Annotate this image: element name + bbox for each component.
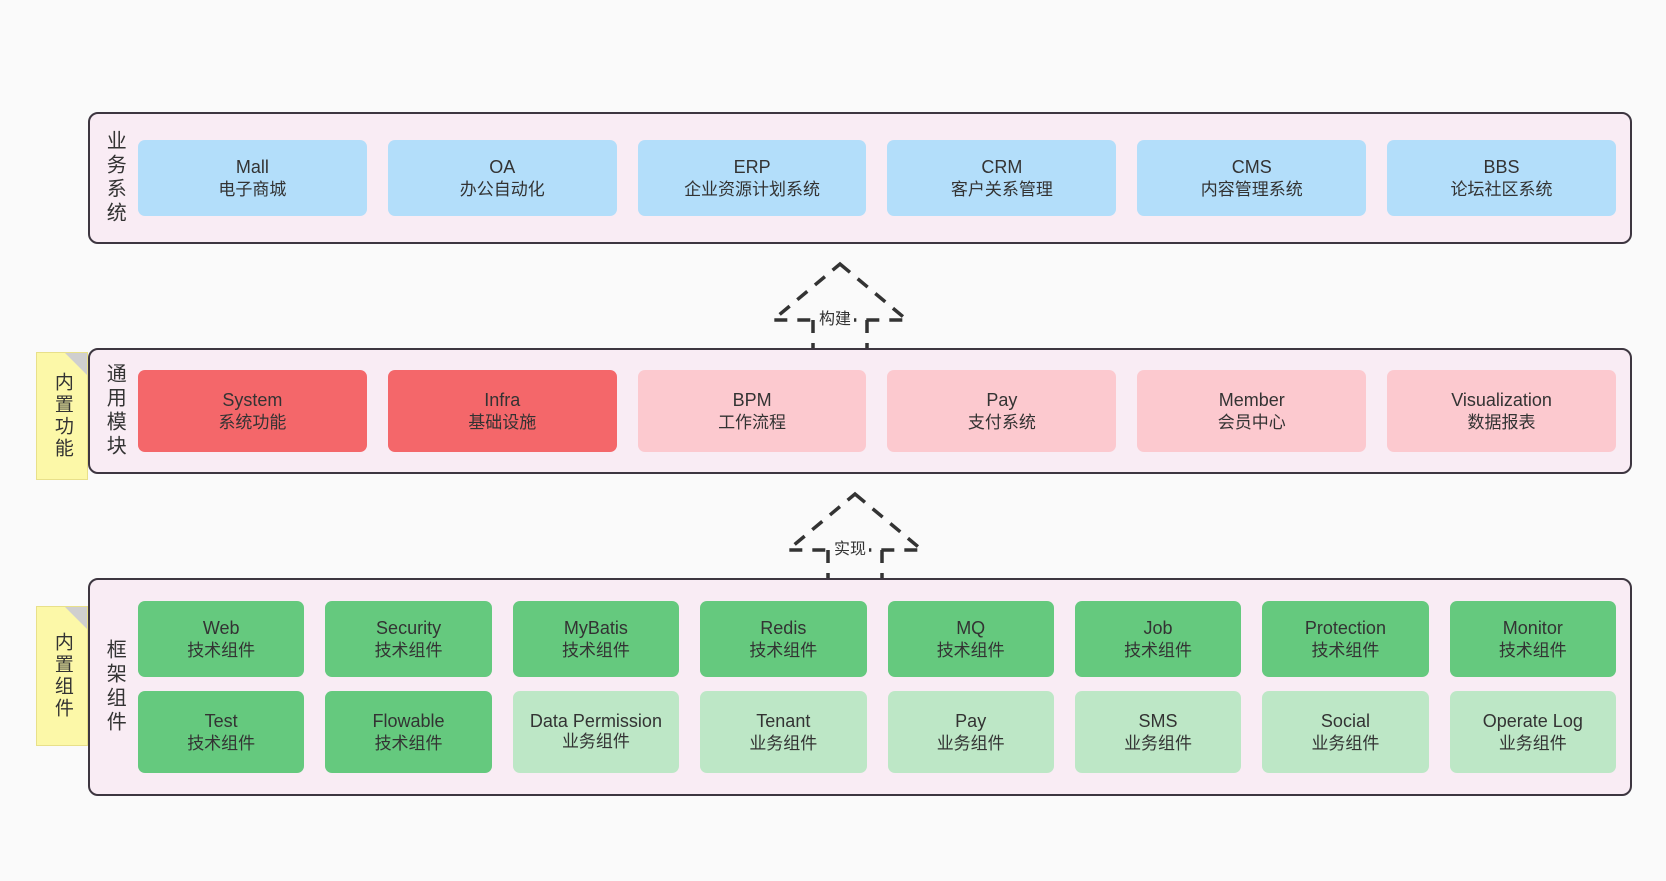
layer-body-business-system: Mall 电子商城 OA 办公自动化 ERP 企业资源计划系统 CRM 客户关系… xyxy=(138,114,1630,242)
layer-label-business-system: 业务系统 xyxy=(103,130,126,226)
card-security[interactable]: Security 技术组件 xyxy=(325,601,492,677)
layer-label-common-module: 通用模块 xyxy=(103,363,126,459)
page-fold-icon xyxy=(65,607,87,629)
sticky-note-label: 内置功能 xyxy=(51,372,73,460)
card-row: Web 技术组件 Security 技术组件 MyBatis 技术组件 Redi… xyxy=(138,601,1616,677)
sticky-note-builtin-component: 内置组件 xyxy=(36,606,88,746)
card-monitor[interactable]: Monitor 技术组件 xyxy=(1449,601,1616,677)
connector-build: 构建 xyxy=(755,258,925,354)
card-pay[interactable]: Pay 支付系统 xyxy=(887,370,1117,452)
card-row: Mall 电子商城 OA 办公自动化 ERP 企业资源计划系统 CRM 客户关系… xyxy=(138,140,1616,216)
card-member[interactable]: Member 会员中心 xyxy=(1137,370,1367,452)
card-oa[interactable]: OA 办公自动化 xyxy=(387,140,617,216)
card-crm[interactable]: CRM 客户关系管理 xyxy=(887,140,1117,216)
connector-build-label: 构建 xyxy=(816,305,855,329)
card-row: System 系统功能 Infra 基础设施 BPM 工作流程 Pay 支付系统… xyxy=(138,370,1616,452)
card-row: Test 技术组件 Flowable 技术组件 Data Permission … xyxy=(138,691,1616,773)
page-fold-icon xyxy=(65,353,87,375)
card-bpm[interactable]: BPM 工作流程 xyxy=(637,370,867,452)
layer-body-common-module: System 系统功能 Infra 基础设施 BPM 工作流程 Pay 支付系统… xyxy=(138,350,1630,472)
card-sms[interactable]: SMS 业务组件 xyxy=(1074,691,1242,773)
card-visualization[interactable]: Visualization 数据报表 xyxy=(1387,370,1616,452)
card-erp[interactable]: ERP 企业资源计划系统 xyxy=(637,140,867,216)
layer-label-framework-component: 框架组件 xyxy=(103,639,126,735)
card-pay-business[interactable]: Pay 业务组件 xyxy=(887,691,1054,773)
sticky-note-label: 内置组件 xyxy=(51,632,73,720)
layer-framework-component: 框架组件 Web 技术组件 Security 技术组件 MyBatis 技术组件… xyxy=(88,578,1632,796)
connector-implement-label: 实现 xyxy=(831,535,870,559)
card-mq[interactable]: MQ 技术组件 xyxy=(887,601,1054,677)
card-cms[interactable]: CMS 内容管理系统 xyxy=(1137,140,1367,216)
card-infra[interactable]: Infra 基础设施 xyxy=(387,370,617,452)
card-social[interactable]: Social 业务组件 xyxy=(1262,691,1429,773)
card-redis[interactable]: Redis 技术组件 xyxy=(700,601,867,677)
card-job[interactable]: Job 技术组件 xyxy=(1074,601,1242,677)
card-test[interactable]: Test 技术组件 xyxy=(138,691,305,773)
sticky-note-builtin-function: 内置功能 xyxy=(36,352,88,480)
card-web[interactable]: Web 技术组件 xyxy=(138,601,305,677)
connector-implement: 实现 xyxy=(770,488,940,584)
card-system[interactable]: System 系统功能 xyxy=(138,370,367,452)
card-mall[interactable]: Mall 电子商城 xyxy=(138,140,367,216)
layer-business-system: 业务系统 Mall 电子商城 OA 办公自动化 ERP 企业资源计划系统 CRM xyxy=(88,112,1632,244)
layer-body-framework-component: Web 技术组件 Security 技术组件 MyBatis 技术组件 Redi… xyxy=(138,580,1630,794)
card-flowable[interactable]: Flowable 技术组件 xyxy=(325,691,492,773)
layer-common-module: 通用模块 System 系统功能 Infra 基础设施 BPM 工作流程 Pay xyxy=(88,348,1632,474)
card-bbs[interactable]: BBS 论坛社区系统 xyxy=(1387,140,1616,216)
card-data-permission[interactable]: Data Permission 业务组件 xyxy=(512,691,680,773)
card-tenant[interactable]: Tenant 业务组件 xyxy=(700,691,867,773)
card-operate-log[interactable]: Operate Log 业务组件 xyxy=(1449,691,1616,773)
card-protection[interactable]: Protection 技术组件 xyxy=(1262,601,1429,677)
card-mybatis[interactable]: MyBatis 技术组件 xyxy=(512,601,680,677)
